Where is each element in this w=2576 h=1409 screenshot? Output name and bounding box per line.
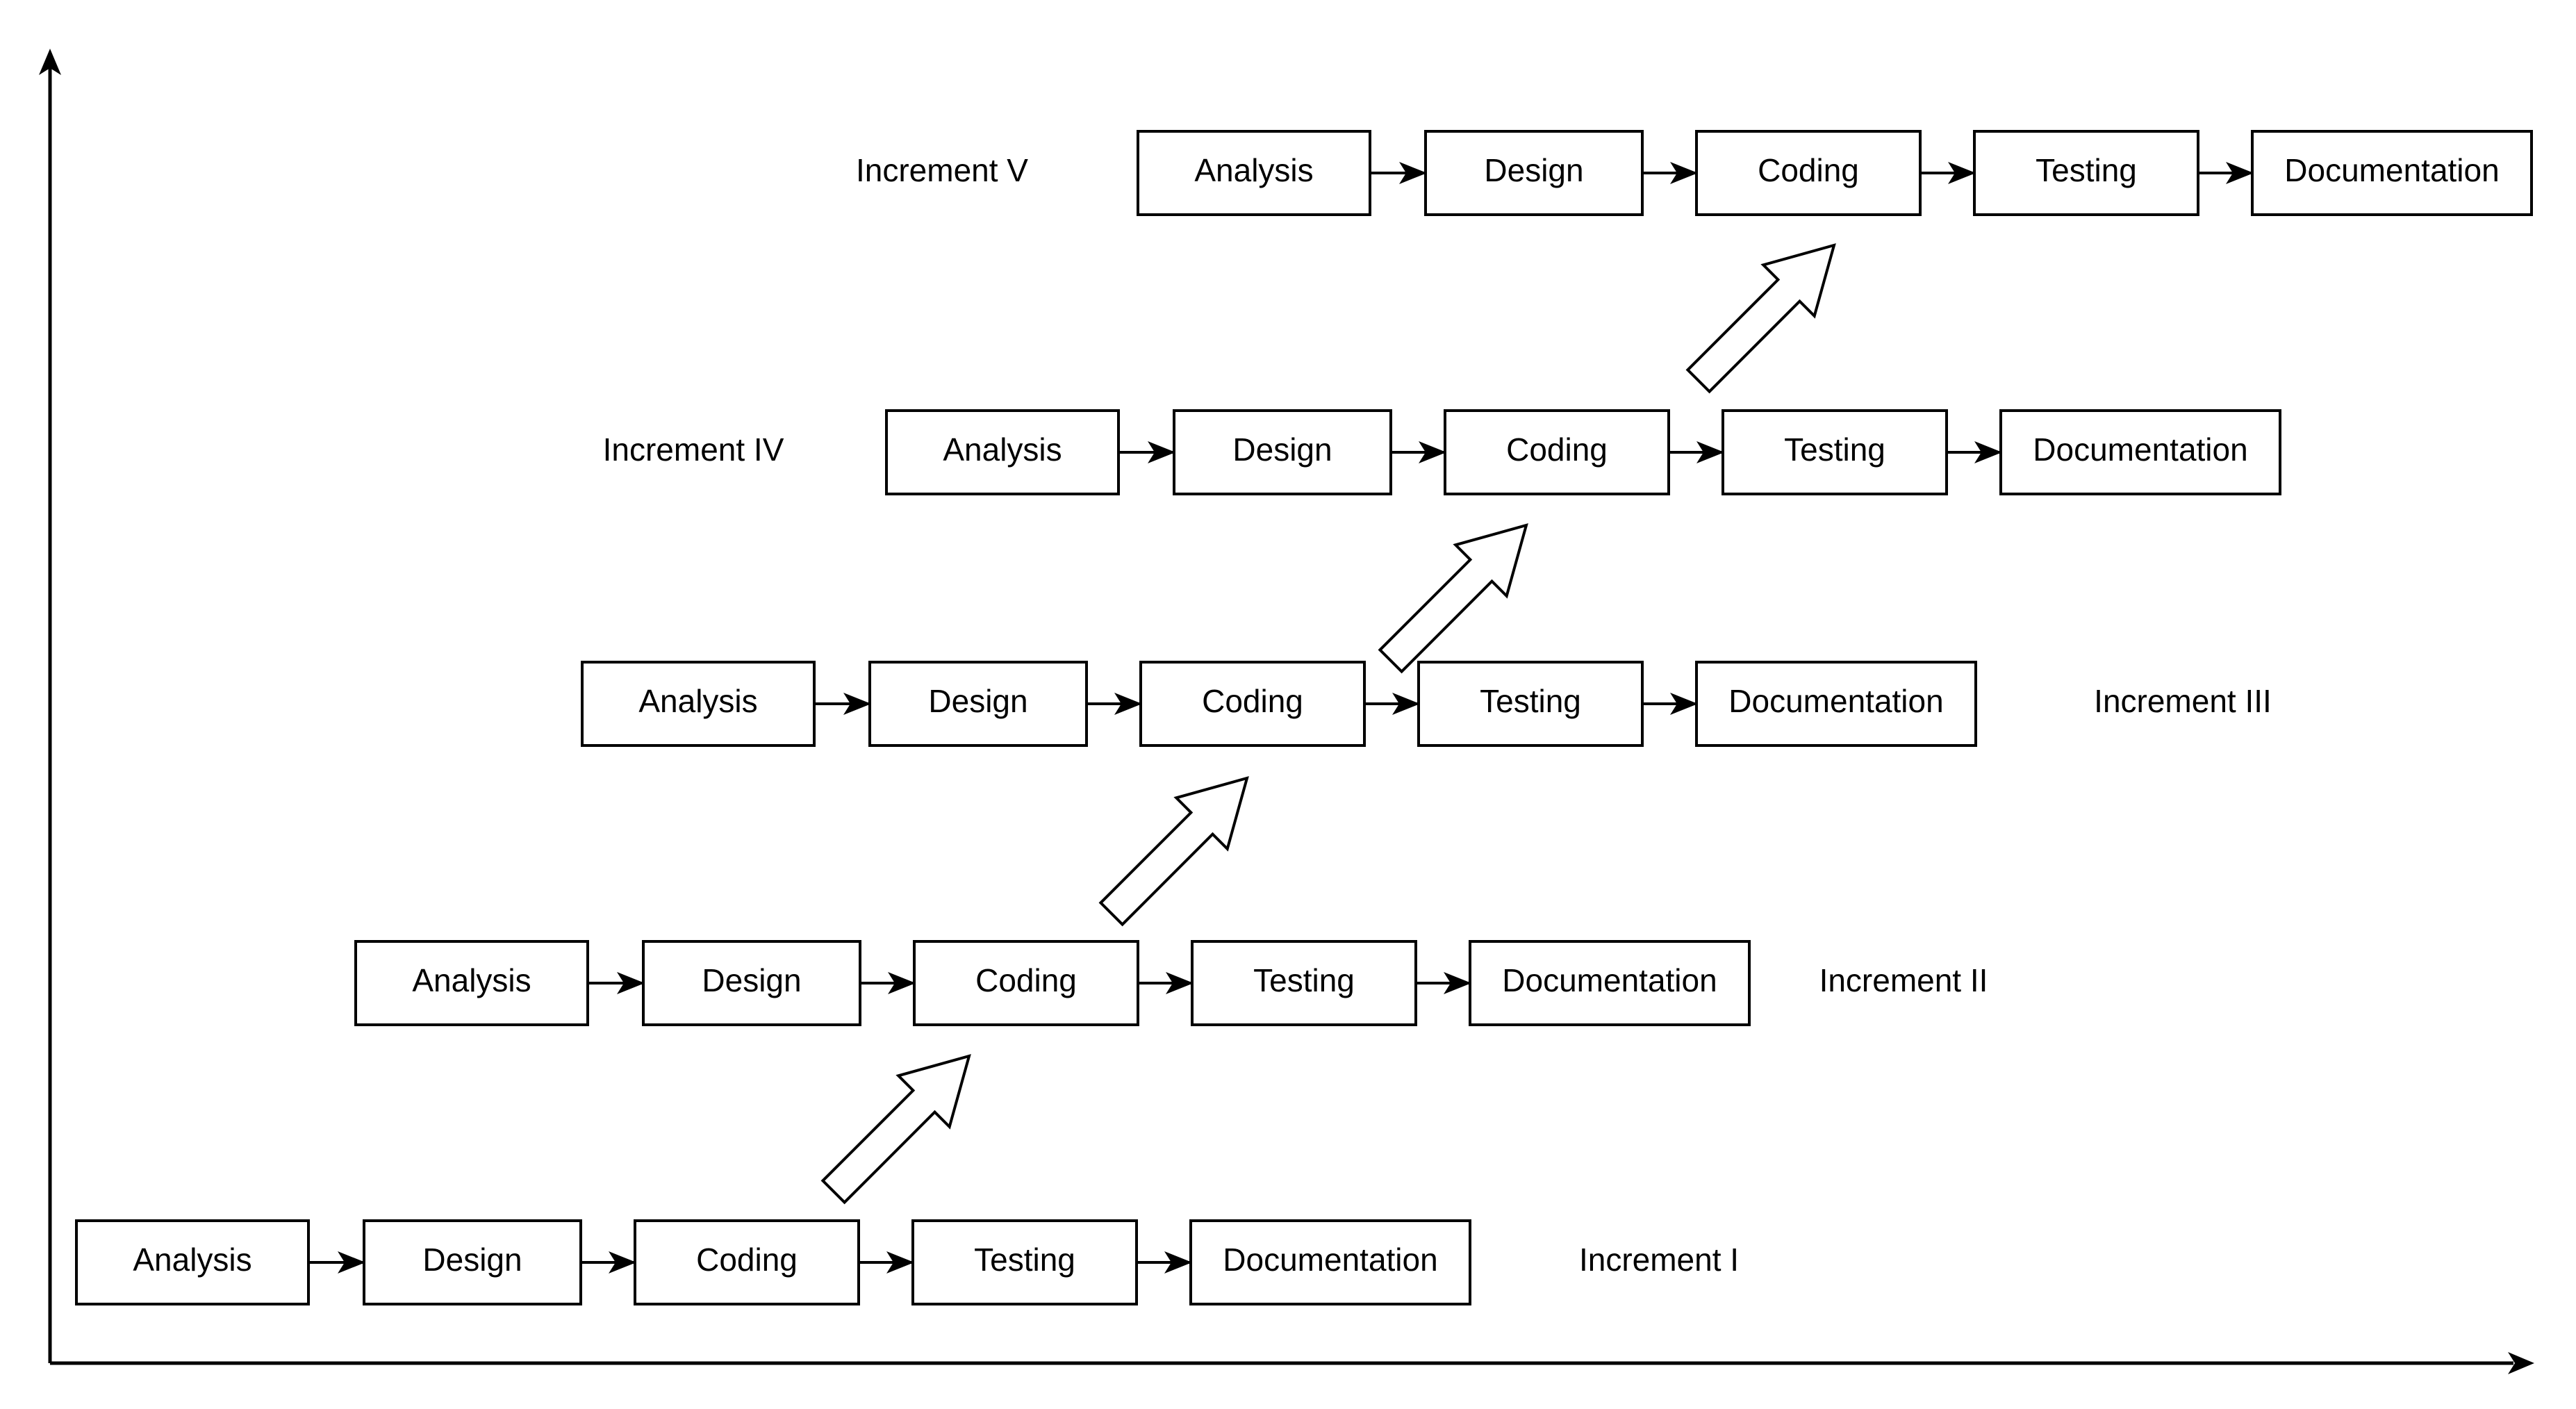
stage-label-documentation: Documentation [1223,1242,1437,1278]
stage-label-design: Design [702,962,801,998]
stage-label-design: Design [1484,152,1583,188]
stage-box [1424,130,1644,216]
stage-label-coding: Coding [1758,152,1859,188]
stage-label-documentation: Documentation [2284,152,2499,188]
stage-box [1139,661,1366,747]
stage-box [1722,409,1948,495]
stage-label-analysis: Analysis [133,1242,251,1278]
increment-label: Increment V [856,152,1028,188]
stage-box [363,1219,582,1305]
stage-label-analysis: Analysis [1194,152,1313,188]
stage-label-documentation: Documentation [2033,431,2247,468]
stage-label-coding: Coding [1202,683,1303,719]
stage-box [1137,130,1371,216]
increment-label: Increment IV [603,431,784,468]
stage-label-analysis: Analysis [943,431,1062,468]
increment-3-row: Increment III Analysis Design Coding Tes… [581,661,2272,747]
axes [39,49,2534,1374]
x-axis-arrowhead [2508,1352,2534,1374]
stage-box [913,940,1139,1026]
stage-label-testing: Testing [1253,962,1355,998]
stage-box [1191,940,1417,1026]
stage-box [885,409,1120,495]
y-axis-arrowhead [39,49,61,75]
stage-label-coding: Coding [696,1242,798,1278]
stage-box [1444,409,1670,495]
stage-label-testing: Testing [1784,431,1885,468]
stage-label-design: Design [422,1242,522,1278]
stage-label-documentation: Documentation [1728,683,1943,719]
stage-label-testing: Testing [2036,152,2137,188]
stage-label-design: Design [928,683,1027,719]
stage-box [2251,130,2533,216]
increment-transition-arrow [1685,243,1836,394]
stage-label-analysis: Analysis [412,962,531,998]
increment-2-row: Increment II Analysis Design Coding Test… [354,940,1988,1026]
increment-transition-arrows [820,243,1836,1205]
stage-box [1999,409,2281,495]
stage-label-testing: Testing [974,1242,1075,1278]
stage-label-coding: Coding [1506,431,1608,468]
stage-box [1469,940,1751,1026]
stage-box [1695,661,1977,747]
stage-label-documentation: Documentation [1502,962,1717,998]
increment-5-row: Increment V Analysis Design Coding Testi… [856,130,2533,216]
stage-box [75,1219,310,1305]
stage-box [634,1219,860,1305]
stage-box [1695,130,1922,216]
increment-4-row: Increment IV Analysis Design Coding Test… [603,409,2281,495]
increment-transition-arrow [1098,776,1249,927]
stage-box [354,940,589,1026]
increment-label: Increment II [1819,962,1988,998]
increment-label: Increment III [2094,683,2272,719]
stage-label-analysis: Analysis [638,683,757,719]
increment-transition-arrow [820,1054,971,1205]
stage-box [581,661,816,747]
stage-box [1417,661,1644,747]
stage-label-testing: Testing [1480,683,1581,719]
stage-label-design: Design [1232,431,1332,468]
increment-transition-arrow [1378,523,1528,674]
increment-label: Increment I [1579,1242,1739,1278]
stage-label-coding: Coding [975,962,1077,998]
increment-1-row: Increment I Analysis Design Coding Testi… [75,1219,1739,1305]
stage-box [642,940,861,1026]
